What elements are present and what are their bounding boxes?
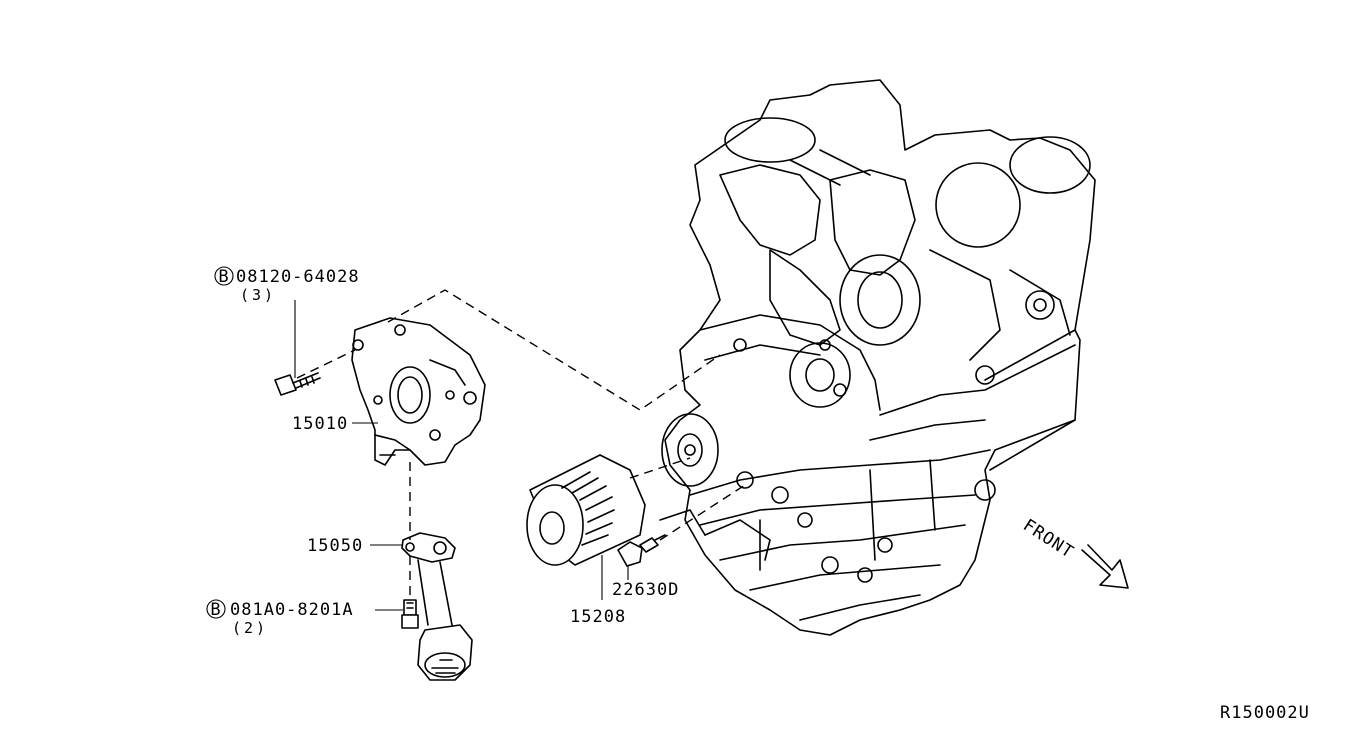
callout-bolt-lower: B 081A0-8201A (2) xyxy=(206,599,354,637)
bolt-upper-number: 08120-64028 xyxy=(236,267,360,287)
lower-bolt xyxy=(401,599,419,629)
oil-pressure-switch xyxy=(617,534,666,567)
oil-strainer xyxy=(401,532,473,681)
bolt-upper-prefix: B xyxy=(218,267,229,287)
label-oil-filter: 15208 xyxy=(570,607,626,627)
front-label: FRONT xyxy=(1019,515,1077,562)
label-oil-pressure-switch: 22630D xyxy=(612,580,679,600)
bolt-upper-qty: (3) xyxy=(240,286,276,304)
oil-filter xyxy=(526,454,646,566)
label-oil-pump: 15010 xyxy=(292,414,348,434)
leader-lines xyxy=(294,300,629,611)
label-gasket: 15050 xyxy=(307,536,363,556)
bolt-lower-prefix: B xyxy=(210,600,221,620)
upper-bolt xyxy=(274,372,321,396)
engine-block xyxy=(659,79,1096,636)
bolt-lower-qty: (2) xyxy=(232,619,268,637)
oil-pump xyxy=(351,317,486,466)
figure-code: R150002U xyxy=(1220,703,1310,723)
bolt-lower-number: 081A0-8201A xyxy=(230,600,354,620)
front-arrow xyxy=(1081,544,1129,589)
assembly-lines xyxy=(296,289,746,600)
callout-bolt-upper: B 08120-64028 (3) xyxy=(214,266,360,304)
